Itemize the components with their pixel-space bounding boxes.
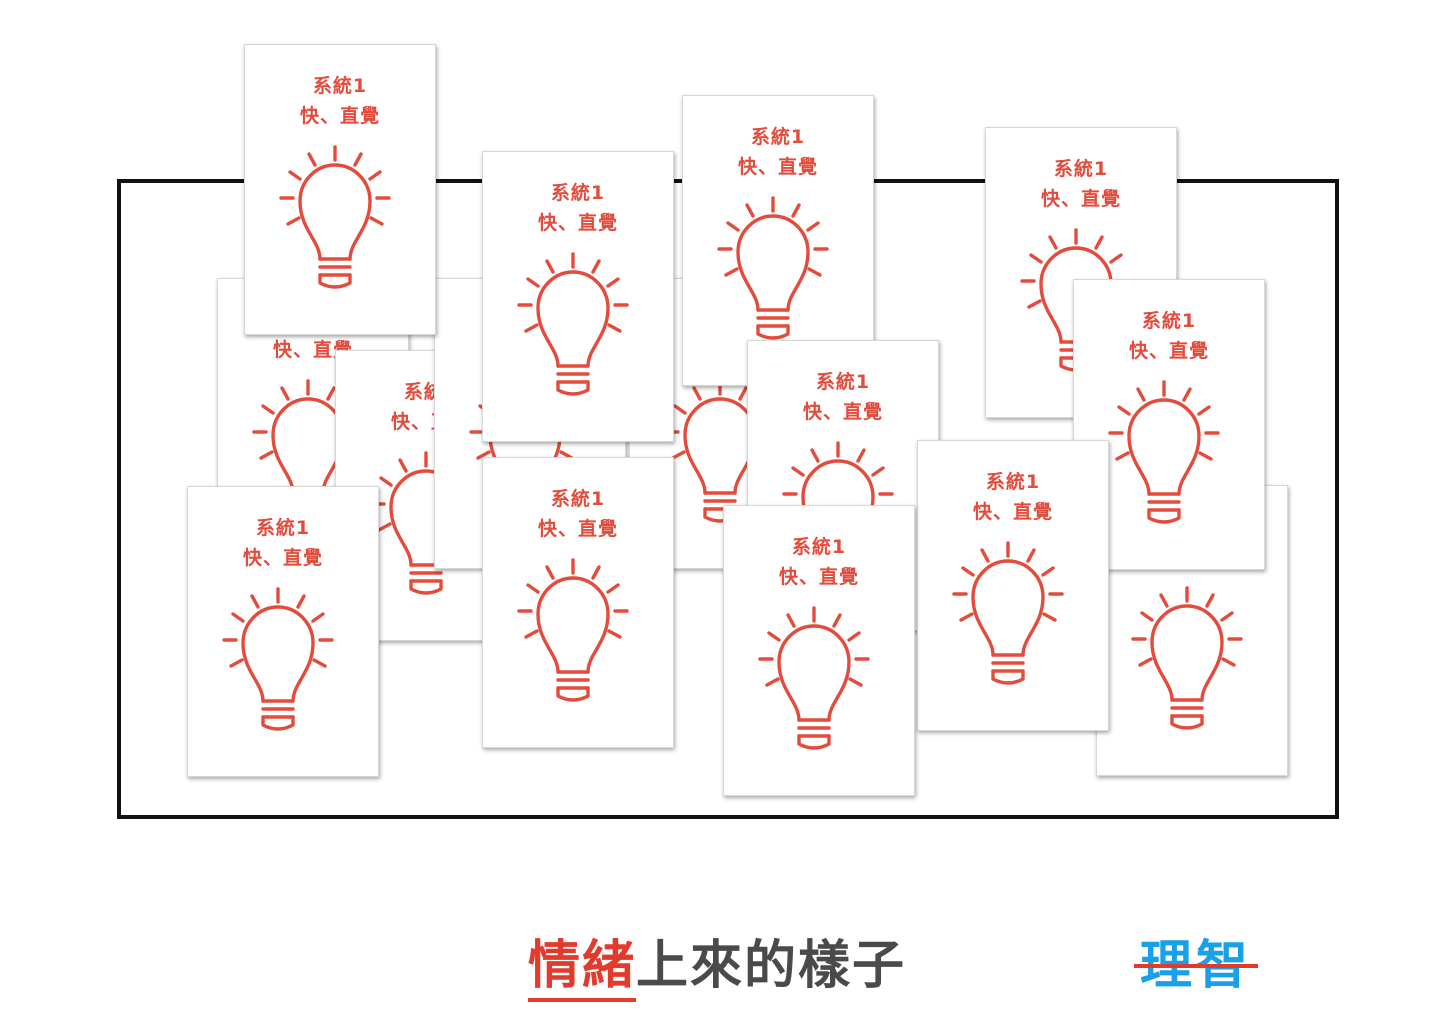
lightbulb-icon	[717, 196, 829, 340]
lightbulb-icon	[758, 606, 870, 750]
system1-card: 系統1 快、直覺	[482, 457, 674, 748]
system1-card: 系統1 快、直覺	[682, 95, 874, 386]
lightbulb-icon	[1108, 380, 1220, 524]
card-subtitle: 快、直覺	[537, 518, 618, 540]
card-subtitle: 快、直覺	[737, 156, 818, 178]
card-title: 系統1	[750, 126, 806, 148]
card-title: 系統1	[312, 75, 368, 97]
card-text: 系統1 快、直覺	[683, 122, 873, 182]
card-title: 系統1	[985, 471, 1041, 493]
lightbulb-icon	[517, 558, 629, 702]
card-title: 系統1	[550, 182, 606, 204]
card-text: 系統1 快、直覺	[483, 178, 673, 238]
card-subtitle: 快、直覺	[272, 339, 353, 361]
card-subtitle: 快、直覺	[778, 566, 859, 588]
card-title: 系統1	[1053, 158, 1109, 180]
card-subtitle: 快、直覺	[299, 105, 380, 127]
card-subtitle: 快、直覺	[1040, 188, 1121, 210]
system1-card: 系統1 快、直覺	[723, 505, 915, 796]
card-text: 系統1 快、直覺	[748, 367, 938, 427]
card-text: 系統1 快、直覺	[986, 154, 1176, 214]
system1-card: 系統1 快、直覺	[917, 440, 1109, 731]
card-text: 系統1 快、直覺	[483, 484, 673, 544]
lightbulb-icon	[952, 541, 1064, 685]
card-subtitle: 快、直覺	[972, 501, 1053, 523]
card-title: 系統1	[1141, 310, 1197, 332]
card-title: 系統1	[255, 517, 311, 539]
caption: 情緒上來的樣子	[528, 934, 907, 1002]
system1-card: 系統1 快、直覺	[187, 486, 379, 777]
card-title: 系統1	[815, 371, 871, 393]
card-text: 系統1 快、直覺	[918, 467, 1108, 527]
lightbulb-icon	[517, 252, 629, 396]
card-title: 系統1	[550, 488, 606, 510]
card-text: 系統1 快、直覺	[188, 513, 378, 573]
card-subtitle: 快、直覺	[537, 212, 618, 234]
card-subtitle: 快、直覺	[242, 547, 323, 569]
lightbulb-icon	[222, 587, 334, 731]
card-text: 系統1 快、直覺	[1074, 306, 1264, 366]
card-subtitle: 快、直覺	[1128, 340, 1209, 362]
system1-card: 系統1 快、直覺	[482, 151, 674, 442]
card-text: 系統1 快、直覺	[245, 71, 435, 131]
card-subtitle: 快、直覺	[802, 401, 883, 423]
caption-emotion: 情緒	[528, 936, 637, 1002]
card-title: 系統1	[791, 536, 847, 558]
lightbulb-icon	[279, 145, 391, 289]
lightbulb-icon	[1131, 586, 1243, 730]
reason-strikethrough	[1134, 964, 1258, 968]
caption-rest: 上來的樣子	[636, 936, 907, 996]
system1-card: 系統1 快、直覺	[244, 44, 436, 335]
card-text: 系統1 快、直覺	[724, 532, 914, 592]
